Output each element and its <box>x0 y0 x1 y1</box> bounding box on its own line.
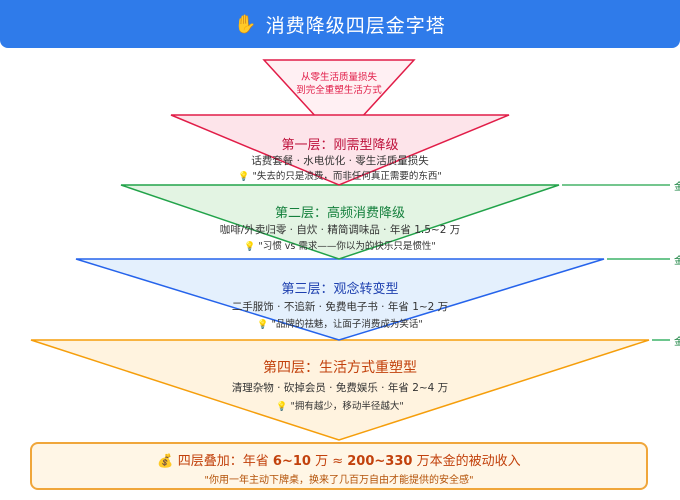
layer-2-subtitle: 咖啡/外卖归零 · 自炊 · 精简调味品 · 年省 1.5~2 万 <box>219 224 461 236</box>
summary-mid: 万 ≈ <box>315 454 344 469</box>
layer-1-subtitle: 话费套餐 · 水电优化 · 零生活质量损失 <box>251 155 429 167</box>
layer-1-triangle <box>170 114 510 186</box>
layer-4-title: 第四层：生活方式重塑型 <box>263 360 417 376</box>
summary-amount-1: 6~10 <box>272 454 311 469</box>
raised-hand-icon: ✋ <box>234 13 258 35</box>
summary-quote: "你用一年主动下牌桌，换来了几百万自由才能提供的安全感" <box>204 475 474 486</box>
layer-1-quote: 💡"失去的只是浪费，而非任何真正需要的东西" <box>238 171 442 182</box>
layer-3-quote: 💡"品牌的祛魅，让面子消费成为笑话" <box>257 319 423 330</box>
layer-3-subtitle: 二手服饰 · 不追新 · 免费电子书 · 年省 1~2 万 <box>231 301 449 313</box>
lightbulb-icon: 💡 <box>238 172 250 182</box>
apex-line-1: 从零生活质量损失 <box>300 72 377 83</box>
summary-suffix: 万本金的被动收入 <box>416 454 521 469</box>
summary-prefix: 四层叠加：年省 <box>177 454 269 469</box>
layer-4-subtitle: 清理杂物 · 砍掉会员 · 免费娱乐 · 年省 2~4 万 <box>231 382 449 394</box>
layer-2-quote: 💡"习惯 vs 需求——你以为的快乐只是惯性" <box>244 241 436 252</box>
summary-amount-2: 200~330 <box>347 454 413 469</box>
money-bag-icon: 💰 <box>157 454 174 469</box>
lightbulb-icon: 💡 <box>257 320 269 330</box>
apex-caption: 从零生活质量损失 到完全重塑生活方式 <box>264 71 414 97</box>
edge-label-2: 金 <box>674 256 680 267</box>
layer-2-title: 第二层：高频消费降级 <box>274 206 405 221</box>
summary-headline: 💰 四层叠加：年省 6~10 万 ≈ 200~330 万本金的被动收入 <box>32 450 646 469</box>
layer-4-quote: 💡"拥有越少，移动半径越大" <box>276 401 404 412</box>
summary-box: 💰 四层叠加：年省 6~10 万 ≈ 200~330 万本金的被动收入 "你用一… <box>30 442 648 490</box>
lightbulb-icon: 💡 <box>276 402 288 412</box>
page-title: 消费降级四层金字塔 <box>265 14 446 37</box>
header-banner: ✋ 消费降级四层金字塔 <box>0 0 680 48</box>
layer-1-title: 第一层：刚需型降级 <box>281 138 399 153</box>
lightbulb-icon: 💡 <box>244 242 256 252</box>
layer-3-title: 第三层：观念转变型 <box>281 282 399 297</box>
apex-triangle <box>262 59 416 144</box>
apex-line-2: 到完全重塑生活方式 <box>296 85 382 96</box>
edge-label-1: 金 <box>674 182 680 193</box>
edge-label-3: 金 <box>674 337 680 348</box>
